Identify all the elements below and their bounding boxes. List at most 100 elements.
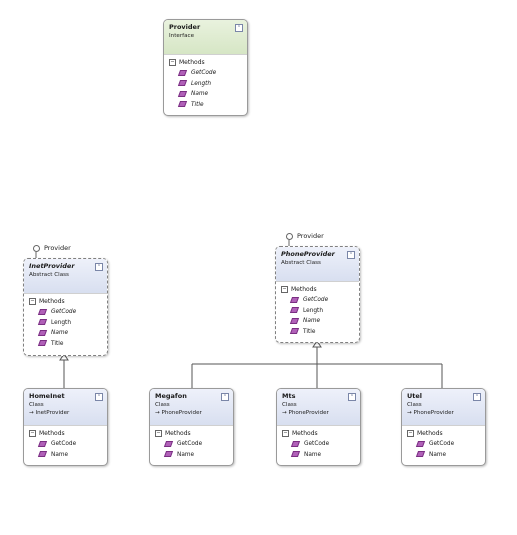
method-item[interactable]: GetCode	[150, 439, 233, 450]
lollipop-label: Provider	[297, 232, 324, 240]
method-icon	[163, 451, 174, 457]
method-item[interactable]: Name	[276, 316, 359, 327]
interface-lollipop-icon	[33, 244, 40, 252]
collapse-icon[interactable]: ⌃	[347, 251, 355, 259]
methods-section-header[interactable]: −Methods	[402, 429, 485, 439]
method-label: Name	[304, 451, 322, 458]
homeinet-base: → InetProvider	[29, 409, 103, 417]
method-item[interactable]: Name	[164, 89, 247, 100]
utel-base: → PhoneProvider	[407, 409, 481, 417]
mts-class-box[interactable]: Mts Class → PhoneProvider ⌃ −Methods Get…	[276, 388, 361, 466]
collapse-toggle-icon[interactable]: −	[169, 59, 176, 66]
method-item[interactable]: GetCode	[276, 295, 359, 306]
utel-name: Utel	[407, 392, 423, 400]
method-item[interactable]: Name	[24, 328, 107, 339]
phoneprovider-name: PhoneProvider	[281, 250, 335, 258]
method-label: GetCode	[51, 309, 77, 315]
interface-lollipop-icon	[286, 232, 293, 240]
methods-section-header[interactable]: −Methods	[24, 297, 107, 307]
method-list: GetCode Name	[277, 439, 360, 460]
method-item[interactable]: Name	[150, 450, 233, 461]
method-icon	[37, 440, 48, 447]
method-icon	[177, 69, 188, 76]
method-list: GetCode Length Name Title	[276, 295, 359, 337]
inheritance-arrow-icon: →	[407, 410, 412, 416]
collapse-toggle-icon[interactable]: −	[29, 298, 36, 305]
method-icon	[289, 317, 300, 324]
method-item[interactable]: Length	[164, 79, 247, 90]
collapse-icon[interactable]: ⌃	[473, 393, 481, 401]
inheritance-arrow-icon: →	[282, 410, 287, 416]
method-label: GetCode	[303, 297, 329, 303]
method-label: Length	[303, 307, 323, 314]
method-label: Title	[191, 101, 204, 108]
collapse-toggle-icon[interactable]: −	[407, 430, 414, 437]
lollipop-label: Provider	[44, 244, 71, 252]
method-item[interactable]: Name	[24, 450, 107, 461]
inetprovider-class-box[interactable]: InetProvider Abstract Class ⌃ −Methods G…	[23, 258, 108, 356]
section-label: Methods	[165, 430, 191, 437]
megafon-base: → PhoneProvider	[155, 409, 229, 417]
method-icon	[37, 308, 48, 315]
inheritance-arrow-icon: →	[155, 410, 160, 416]
methods-section-header[interactable]: −Methods	[164, 58, 247, 68]
methods-section-header[interactable]: −Methods	[277, 429, 360, 439]
method-item[interactable]: Length	[276, 306, 359, 317]
collapse-toggle-icon[interactable]: −	[282, 430, 289, 437]
collapse-toggle-icon[interactable]: −	[281, 286, 288, 293]
provider-interface-box[interactable]: Provider Interface ⌃ −Methods GetCode Le…	[163, 19, 248, 116]
homeinet-class-box[interactable]: HomeInet Class → InetProvider ⌃ −Methods…	[23, 388, 108, 466]
method-item[interactable]: Length	[24, 318, 107, 329]
collapse-icon[interactable]: ⌃	[95, 393, 103, 401]
method-label: Name	[191, 91, 209, 97]
phoneprovider-class-box[interactable]: PhoneProvider Abstract Class ⌃ −Methods …	[275, 246, 360, 343]
provider-name: Provider	[169, 23, 201, 31]
inheritance-arrow-icon: →	[29, 410, 34, 416]
method-item[interactable]: GetCode	[164, 68, 247, 79]
method-item[interactable]: GetCode	[24, 307, 107, 318]
homeinet-name: HomeInet	[29, 392, 65, 400]
collapse-toggle-icon[interactable]: −	[155, 430, 162, 437]
section-label: Methods	[179, 59, 205, 66]
lollipop-phone: Provider	[286, 232, 324, 240]
method-label: Name	[177, 451, 195, 458]
method-label: Name	[303, 318, 321, 324]
method-item[interactable]: GetCode	[277, 439, 360, 450]
method-item[interactable]: GetCode	[24, 439, 107, 450]
method-label: GetCode	[51, 441, 77, 447]
phoneprovider-header: PhoneProvider Abstract Class ⌃	[276, 247, 359, 282]
method-item[interactable]: Title	[276, 327, 359, 338]
method-icon	[37, 451, 48, 457]
inetprovider-header: InetProvider Abstract Class ⌃	[24, 259, 107, 294]
methods-section-header[interactable]: −Methods	[24, 429, 107, 439]
section-label: Methods	[417, 430, 443, 437]
section-label: Methods	[39, 298, 65, 305]
method-item[interactable]: Name	[402, 450, 485, 461]
method-label: Length	[51, 319, 71, 326]
method-list: GetCode Length Name Title	[164, 68, 247, 110]
method-icon	[37, 329, 48, 336]
method-label: Title	[303, 328, 316, 335]
methods-section-header[interactable]: −Methods	[150, 429, 233, 439]
method-item[interactable]: Title	[164, 100, 247, 111]
method-icon	[177, 101, 188, 107]
method-item[interactable]: Name	[277, 450, 360, 461]
method-icon	[289, 307, 300, 313]
method-label: GetCode	[191, 70, 217, 76]
collapse-icon[interactable]: ⌃	[235, 24, 243, 32]
method-list: GetCode Name	[24, 439, 107, 460]
collapse-icon[interactable]: ⌃	[221, 393, 229, 401]
inherit-arrow-inet	[59, 353, 69, 361]
method-item[interactable]: GetCode	[402, 439, 485, 450]
methods-section-header[interactable]: −Methods	[276, 285, 359, 295]
megafon-class-box[interactable]: Megafon Class → PhoneProvider ⌃ −Methods…	[149, 388, 234, 466]
collapse-icon[interactable]: ⌃	[95, 263, 103, 271]
megafon-name: Megafon	[155, 392, 187, 400]
section-label: Methods	[39, 430, 65, 437]
collapse-toggle-icon[interactable]: −	[29, 430, 36, 437]
utel-class-box[interactable]: Utel Class → PhoneProvider ⌃ −Methods Ge…	[401, 388, 486, 466]
phoneprovider-kind: Abstract Class	[281, 260, 321, 266]
collapse-icon[interactable]: ⌃	[348, 393, 356, 401]
method-item[interactable]: Title	[24, 339, 107, 350]
